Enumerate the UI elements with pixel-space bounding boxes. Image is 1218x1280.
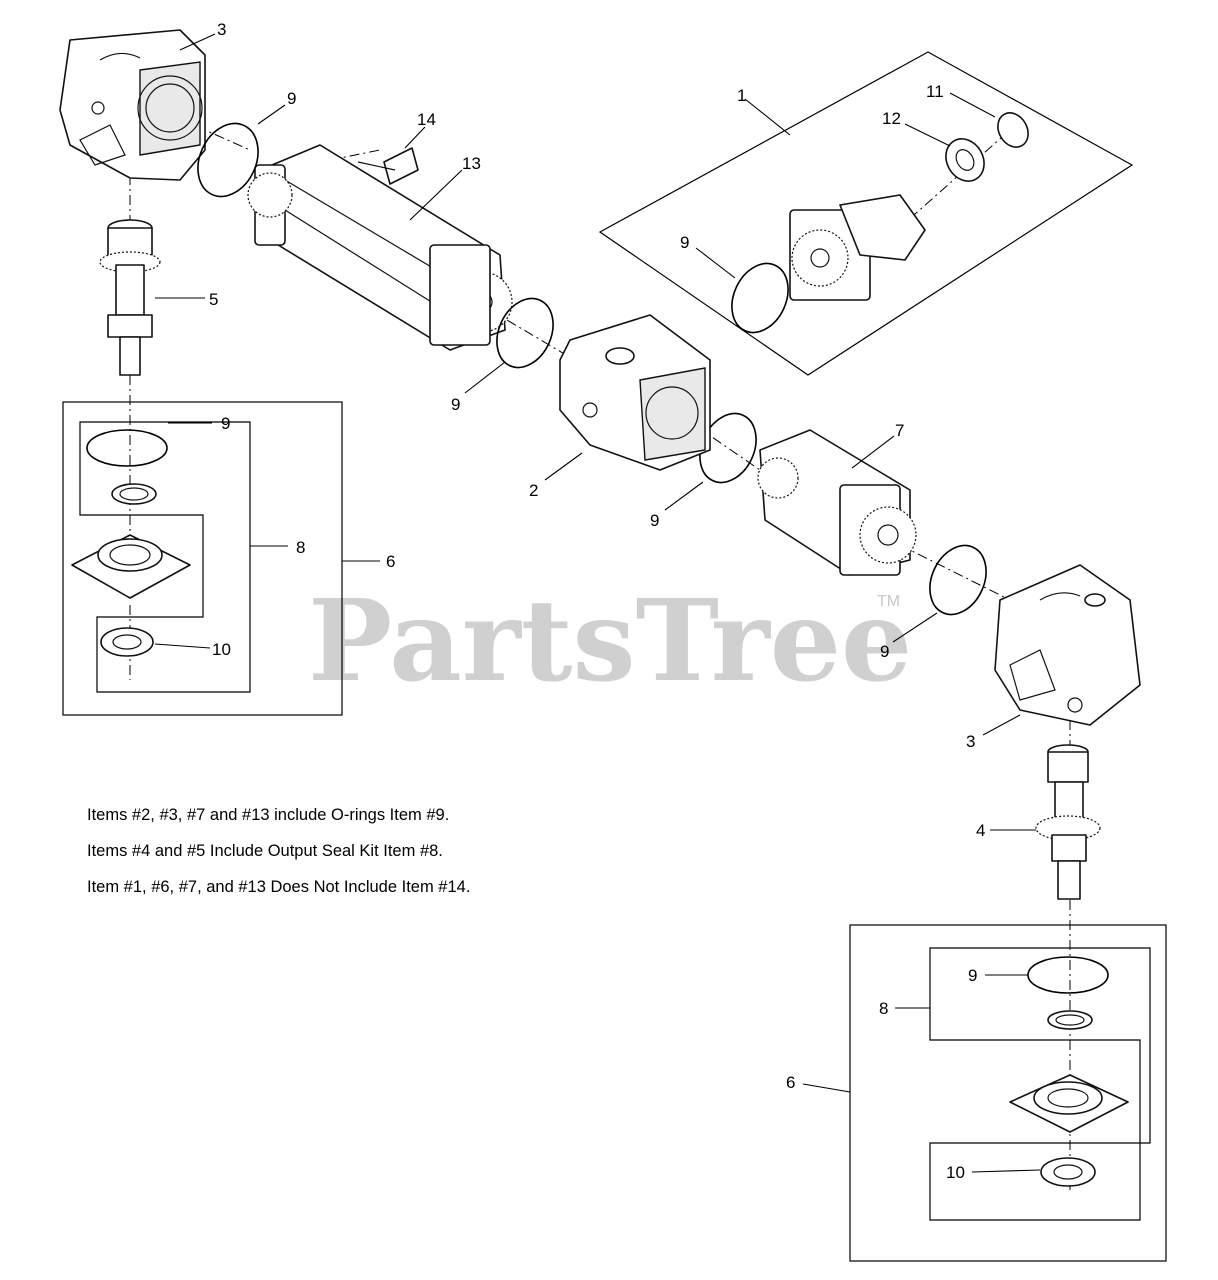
callout-7: 7 (895, 421, 904, 440)
watermark-text: PartsTree (308, 576, 912, 707)
seal-kit-6-right (849, 924, 1167, 1262)
callout-9-b: 9 (680, 233, 689, 252)
callout-labels: 3 9 14 13 5 1 11 12 9 9 2 9 7 9 3 4 9 8 … (209, 20, 985, 1182)
callout-9-f: 9 (221, 414, 230, 433)
callout-12: 12 (882, 109, 901, 128)
pinion-shaft-4 (1035, 744, 1101, 900)
watermark-trademark: TM (877, 593, 900, 610)
callout-1: 1 (737, 86, 746, 105)
callout-14: 14 (417, 110, 436, 129)
callout-13: 13 (462, 154, 481, 173)
callout-10-left: 10 (212, 640, 231, 659)
shaft-housing-13 (247, 144, 513, 351)
center-housing-2 (559, 314, 711, 471)
callout-8-right: 8 (879, 999, 888, 1018)
callout-9-e: 9 (880, 642, 889, 661)
callout-4: 4 (976, 821, 985, 840)
callout-11: 11 (926, 82, 944, 101)
callout-9-a: 9 (287, 89, 296, 108)
leader-lines (154, 33, 1041, 1173)
callout-3-top: 3 (217, 20, 226, 39)
o-rings (86, 122, 1109, 994)
callout-10-right: 10 (946, 1163, 965, 1182)
shaft-housing-7 (757, 429, 917, 576)
notes-block: Items #2, #3, #7 and #13 include O-rings… (87, 797, 470, 905)
callout-5: 5 (209, 290, 218, 309)
note-line: Items #4 and #5 Include Output Seal Kit … (87, 842, 443, 860)
callout-6-left: 6 (386, 552, 395, 571)
callout-8-left: 8 (296, 538, 305, 557)
housing-3-bottom (994, 564, 1141, 726)
housing-3-top (59, 29, 206, 181)
pinion-shaft-5 (99, 219, 161, 376)
note-line: Item #1, #6, #7, and #13 Does Not Includ… (87, 878, 471, 896)
callout-9-g: 9 (968, 966, 977, 985)
bolt-14 (357, 147, 419, 185)
note-line: Items #2, #3, #7 and #13 include O-rings… (87, 806, 450, 824)
callout-9-c: 9 (451, 395, 460, 414)
assembly-1 (598, 51, 1134, 376)
callout-9-d: 9 (650, 511, 659, 530)
callout-2: 2 (529, 481, 538, 500)
callout-6-right: 6 (786, 1073, 795, 1092)
seal-kit-6-left (62, 401, 343, 716)
callout-3-bottom: 3 (966, 732, 975, 751)
